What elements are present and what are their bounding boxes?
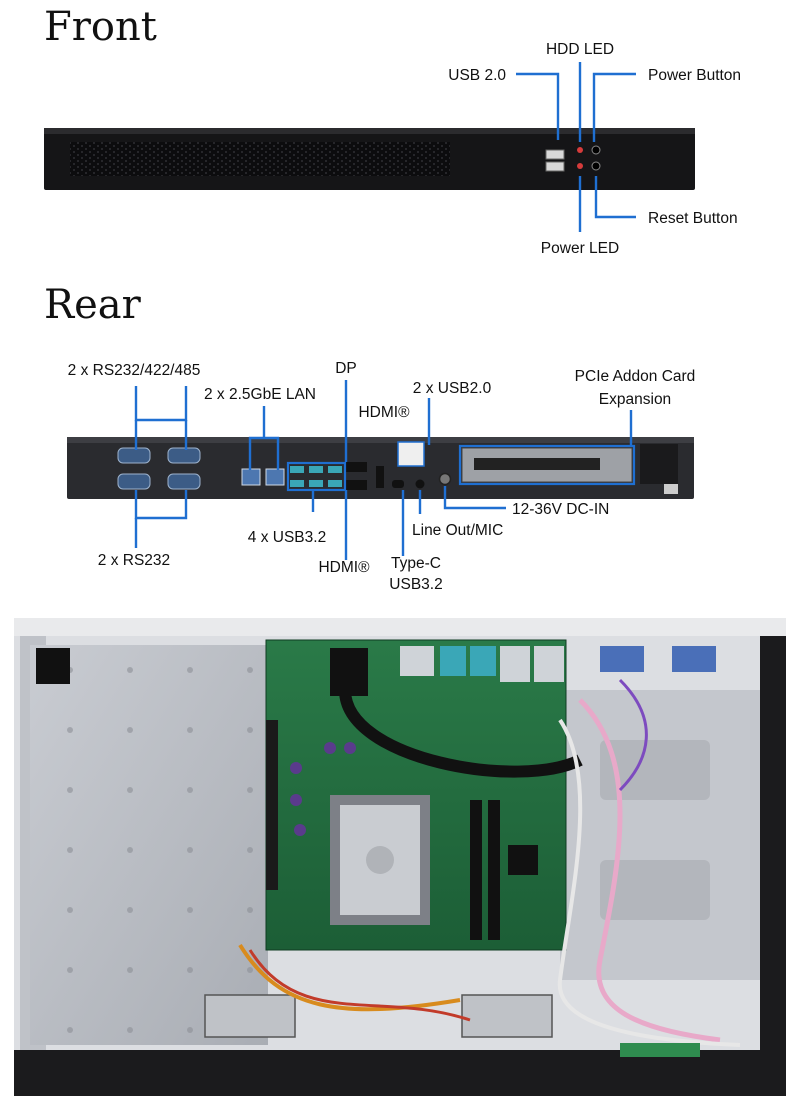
- label-power-button: Power Button: [648, 67, 741, 84]
- fan-icon: [204, 994, 553, 1038]
- label-rs232-2x: 2 x RS232: [98, 552, 170, 569]
- rear-callouts: [134, 380, 636, 560]
- internal-chassis-photo: [14, 618, 786, 1096]
- label-usb32-4x: 4 x USB3.2: [248, 529, 326, 546]
- label-typec-line2: USB3.2: [389, 576, 442, 593]
- front-title: Front: [44, 4, 157, 50]
- rj45-port-icon: [241, 468, 285, 486]
- label-power-led: Power LED: [541, 240, 619, 257]
- label-dp: DP: [335, 360, 357, 377]
- usb32-ports: [290, 466, 342, 487]
- front-callouts: [516, 62, 636, 232]
- usb-port-icon: [545, 149, 565, 172]
- label-dc-in: 12-36V DC-IN: [512, 501, 609, 518]
- rear-title: Rear: [44, 282, 142, 328]
- label-pcie-line1: PCIe Addon Card: [575, 368, 696, 385]
- label-rs232-422-485: 2 x RS232/422/485: [68, 362, 201, 379]
- label-hdmi-bottom: HDMI®: [318, 559, 370, 576]
- power-button-icon: [591, 145, 601, 171]
- label-typec-line1: Type-C: [391, 555, 441, 572]
- led-icon: [577, 147, 583, 169]
- label-reset-button: Reset Button: [648, 210, 738, 227]
- cpu-socket-icon: [330, 795, 430, 925]
- front-panel: [44, 128, 695, 190]
- label-usb20-2x: 2 x USB2.0: [413, 380, 492, 397]
- label-pcie-line2: Expansion: [599, 391, 671, 408]
- label-hdd-led: HDD LED: [546, 41, 614, 58]
- label-usb20: USB 2.0: [448, 67, 506, 84]
- db9-port-icon: [117, 447, 201, 490]
- label-hdmi-top: HDMI®: [358, 404, 410, 421]
- label-line-out: Line Out/MIC: [412, 522, 503, 539]
- label-lan: 2 x 2.5GbE LAN: [204, 386, 316, 403]
